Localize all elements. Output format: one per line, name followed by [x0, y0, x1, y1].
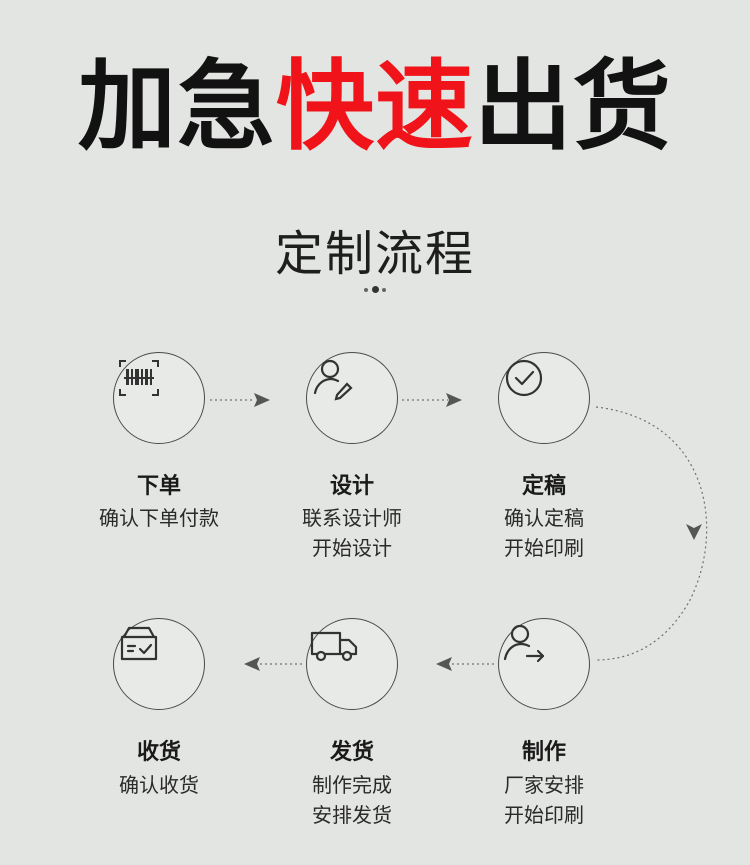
step-order-title: 下单: [136, 474, 181, 499]
step-finalize-line: 确认定稿: [504, 506, 584, 530]
step-finalize-circle: [498, 352, 590, 444]
hero-title-accent: 快速: [275, 50, 474, 164]
divider-dots: [360, 286, 390, 294]
delivery-truck-icon: [310, 631, 358, 662]
step-order-circle: [113, 352, 205, 444]
check-circle-icon: [505, 359, 543, 397]
arrow-left-icon: [244, 657, 260, 671]
step-produce-circle: [498, 618, 590, 710]
step-design-line: 联系设计师: [302, 506, 402, 530]
hero-title-part2: 出货: [474, 50, 673, 164]
step-produce-title: 制作: [521, 740, 566, 765]
user-transfer-icon: [503, 624, 545, 663]
step-finalize-title: 定稿: [521, 474, 566, 499]
barcode-scan-icon: [119, 360, 159, 396]
step-finalize-desc: 确认定稿 开始印刷: [444, 503, 644, 563]
hero-title: 加急快速出货: [0, 58, 750, 156]
hero-title-part1: 加急: [77, 50, 276, 164]
step-design-desc: 联系设计师 开始设计: [252, 503, 452, 563]
step-receive-desc: 确认收货: [59, 770, 259, 800]
step-ship-desc: 制作完成 安排发货: [252, 770, 452, 830]
connector-3-4: [595, 406, 708, 661]
arrow-left-icon: [436, 657, 452, 671]
step-ship-circle: [306, 618, 398, 710]
step-produce-line: 开始印刷: [504, 803, 584, 827]
step-order-desc: 确认下单付款: [59, 503, 259, 533]
step-receive-circle: [113, 618, 205, 710]
designer-icon: [313, 359, 353, 401]
step-produce-desc: 厂家安排 开始印刷: [444, 770, 644, 830]
step-ship-line: 制作完成: [312, 773, 392, 797]
dot: [372, 286, 379, 293]
step-receive-title: 收货: [136, 740, 181, 765]
step-design-line: 开始设计: [312, 536, 392, 560]
step-design-title: 设计: [329, 474, 374, 499]
arrow-right-icon: [254, 393, 270, 407]
step-produce-line: 厂家安排: [504, 773, 584, 797]
step-ship-line: 安排发货: [312, 803, 392, 827]
section-subtitle: 定制流程: [274, 226, 475, 282]
dot: [382, 288, 386, 292]
received-box-icon: [120, 626, 158, 661]
step-design-circle: [306, 352, 398, 444]
step-ship-title: 发货: [329, 740, 374, 765]
arrow-right-icon: [446, 393, 462, 407]
step-receive-line: 确认收货: [119, 773, 199, 797]
dot: [364, 288, 368, 292]
step-finalize-line: 开始印刷: [504, 536, 584, 560]
step-order-line: 确认下单付款: [99, 506, 219, 530]
arrow-down-icon: [686, 524, 702, 540]
